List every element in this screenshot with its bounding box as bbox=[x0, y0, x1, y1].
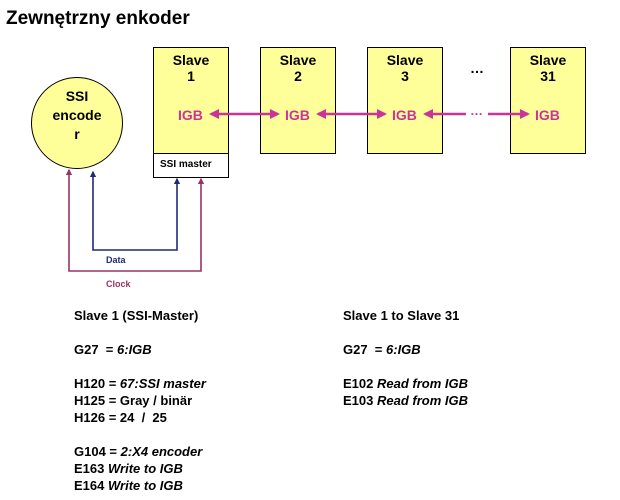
slave-3-igb-label: IGB bbox=[392, 107, 417, 123]
encoder-label-line-2: encode bbox=[52, 107, 102, 123]
slave1-parameter-list: Slave 1 (SSI-Master) G27 = 6:IGB H120 = … bbox=[74, 307, 206, 494]
param-row: E164 Write to IGB bbox=[74, 478, 183, 493]
slave-31-igb-label: IGB bbox=[535, 107, 560, 123]
encoder-label-line-1: SSI bbox=[65, 88, 89, 104]
ssi-encoder-circle: SSI encode r bbox=[31, 77, 123, 169]
param-row: H125 = Gray / binär bbox=[74, 393, 193, 408]
param-row: H126 = 24 / 25 bbox=[74, 410, 167, 425]
data-signal-label: Data bbox=[106, 255, 126, 265]
param-row: H120 = 67:SSI master bbox=[74, 376, 206, 391]
clock-signal-label: Clock bbox=[106, 279, 131, 289]
param-row: E103 Read from IGB bbox=[343, 393, 469, 408]
slave-2-igb-label: IGB bbox=[285, 107, 310, 123]
slaves-parameter-list: Slave 1 to Slave 31 G27 = 6:IGB E102 Rea… bbox=[343, 307, 468, 409]
slave1-heading: Slave 1 (SSI-Master) bbox=[74, 308, 199, 323]
data-line bbox=[89, 170, 181, 251]
clock-line bbox=[65, 168, 205, 272]
page-title: Zewnętrzny enkoder bbox=[6, 8, 190, 29]
param-row: G27 = 6:IGB bbox=[74, 342, 152, 357]
ellipsis-link: … bbox=[470, 103, 483, 118]
encoder-label-line-3: r bbox=[74, 126, 80, 142]
param-row: E163 Write to IGB bbox=[74, 461, 183, 476]
slave-1-igb-label: IGB bbox=[178, 107, 203, 123]
ellipsis-top: … bbox=[470, 60, 484, 76]
slaves-heading: Slave 1 to Slave 31 bbox=[343, 308, 460, 323]
param-row: G27 = 6:IGB bbox=[343, 342, 421, 357]
param-row: E102 Read from IGB bbox=[343, 376, 469, 391]
param-row: G104 = 2:X4 encoder bbox=[74, 444, 203, 459]
